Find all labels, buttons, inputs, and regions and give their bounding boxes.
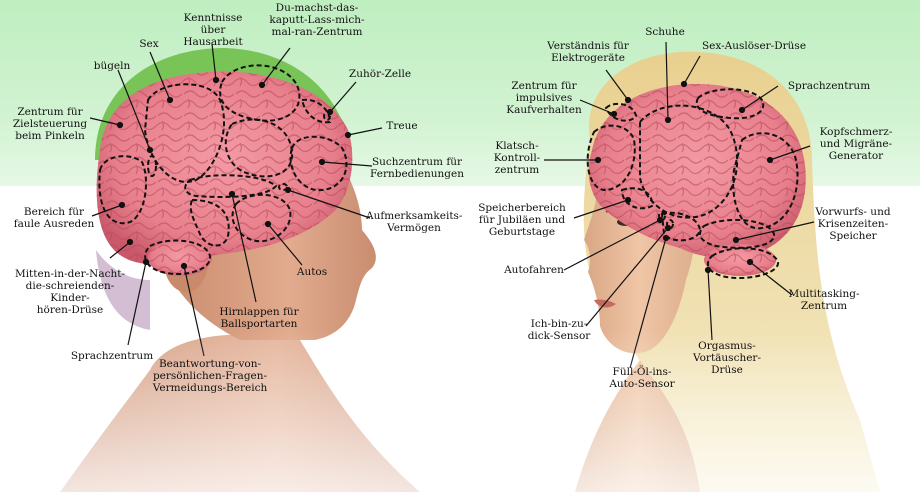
label-sprachzentrum-male: Sprachzentrum [70,350,154,362]
label-schuhe: Schuhe [645,26,685,38]
label-autos: Autos [296,266,328,278]
label-aufmerksamkeits-vermoegen: Aufmerksamkeits- Vermögen [366,210,463,234]
label-suchzentrum-fernbedienungen: Suchzentrum für Fernbedienungen [370,156,464,180]
label-orgasmus-druese: Orgasmus- Vortäuscher- Drüse [692,340,761,376]
male-pointers [89,43,383,357]
label-du-machst-das-kaputt: Du-machst-das- kaputt-Lass-mich- mal-ran… [269,2,365,38]
female-pointers [544,41,815,369]
label-kenntnisse-hausarbeit: Kenntnisse über Hausarbeit [183,12,243,48]
label-sprachzentrum-female: Sprachzentrum [787,80,871,92]
label-ich-bin-zu-dick: Ich-bin-zu- dick-Sensor [527,318,591,342]
label-zielsteuerung: Zentrum für Zielsteuerung beim Pinkeln [12,106,88,142]
label-impulsives-kaufverhalten: Zentrum für impulsives Kaufverhalten [506,80,582,116]
label-kinder-hoeren-druese: Mitten-in-der-Nacht- die-schreienden-Kin… [14,268,126,316]
label-vorwurfs-krisen-speicher: Vorwurfs- und Krisenzeiten- Speicher [815,206,891,242]
label-treue: Treue [386,120,418,132]
label-zuhoer-zelle: Zuhör-Zelle [348,68,412,80]
label-sex: Sex [139,38,159,50]
female-brain-regions [586,88,799,280]
label-buegeln: bügeln [93,60,131,72]
label-sex-ausloeser-druese: Sex-Auslöser-Drüse [701,40,807,52]
label-faule-ausreden: Bereich für faule Ausreden [13,206,95,230]
label-multitasking: Multitasking- Zentrum [788,288,860,312]
label-verstaendnis-elektrogeraete: Verständnis für Elektrogeräte [547,40,629,64]
label-beantwortung-vermeidung: Beantwortung-von- persönlichen-Fragen- V… [152,358,268,394]
label-hirnlappen-ballsportarten: Hirnlappen für Ballsportarten [219,306,299,330]
label-autofahren: Autofahren [504,264,564,276]
label-fuell-oel-sensor: Füll-Öl-ins- Auto-Sensor [609,366,675,390]
label-kopfschmerz-migraene: Kopfschmerz- und Migräne- Generator [819,126,893,162]
label-speicher-jubilaeen: Speicherbereich für Jubiläen und Geburts… [478,202,566,238]
label-klatsch-kontrollzentrum: Klatsch- Kontroll- zentrum [493,140,541,176]
